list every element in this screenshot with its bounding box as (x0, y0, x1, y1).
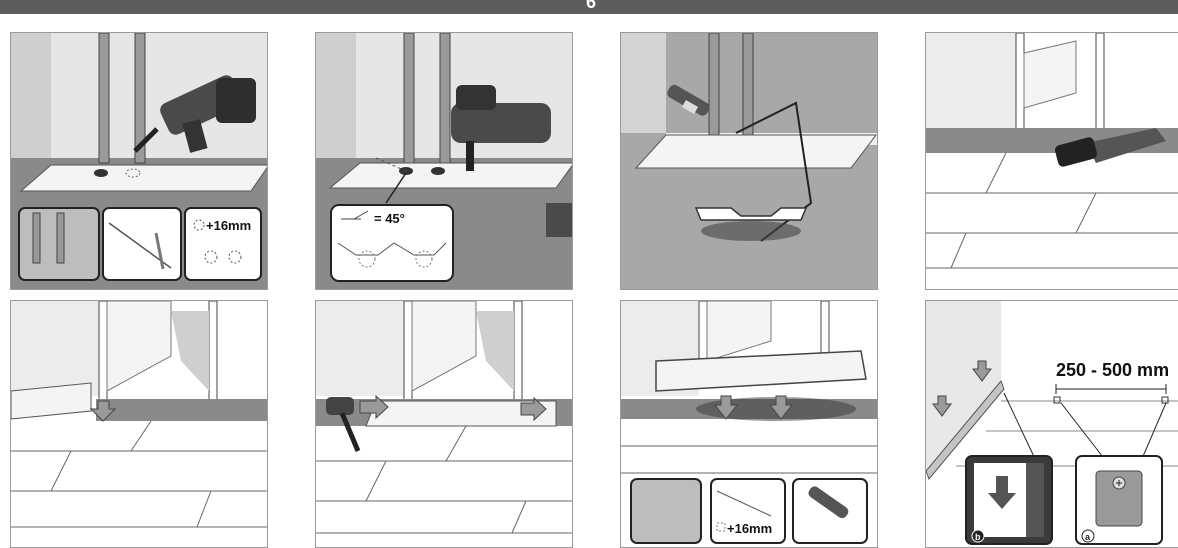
drill-scene: +16mm (11, 33, 267, 289)
panel-place-board (10, 300, 268, 548)
offset-label: +16mm (727, 521, 772, 536)
detail-pipes (631, 479, 701, 543)
skirting-scene: 250 - 500 mm b a (926, 301, 1178, 547)
fit-pipes-scene: +16mm (621, 301, 877, 547)
panel-glue-piece (620, 32, 878, 290)
place-board-scene (11, 301, 267, 547)
detail-mark (103, 208, 181, 280)
spacing-label: 250 - 500 mm (1056, 360, 1169, 380)
mallet-scene (316, 301, 572, 547)
saw-scene (926, 33, 1178, 289)
drilled-hole (94, 169, 108, 177)
panel-jigsaw-cut: = 45° (315, 32, 573, 290)
angle-label: = 45° (374, 211, 405, 226)
panel-saw-floor (925, 32, 1178, 290)
offset-label: +16mm (206, 218, 251, 233)
marker-b: b (975, 532, 981, 542)
panel-fit-pipes: +16mm (620, 300, 878, 548)
jigsaw-scene: = 45° (316, 33, 572, 289)
panel-drill-holes: +16mm (10, 32, 268, 290)
panel-tap-mallet (315, 300, 573, 548)
detail-glue (793, 479, 867, 543)
header-bar: 6 (0, 0, 1178, 14)
step-number: 6 (586, 0, 596, 13)
panel-skirting-clips: 250 - 500 mm b a (925, 300, 1178, 548)
glue-scene (621, 33, 877, 289)
